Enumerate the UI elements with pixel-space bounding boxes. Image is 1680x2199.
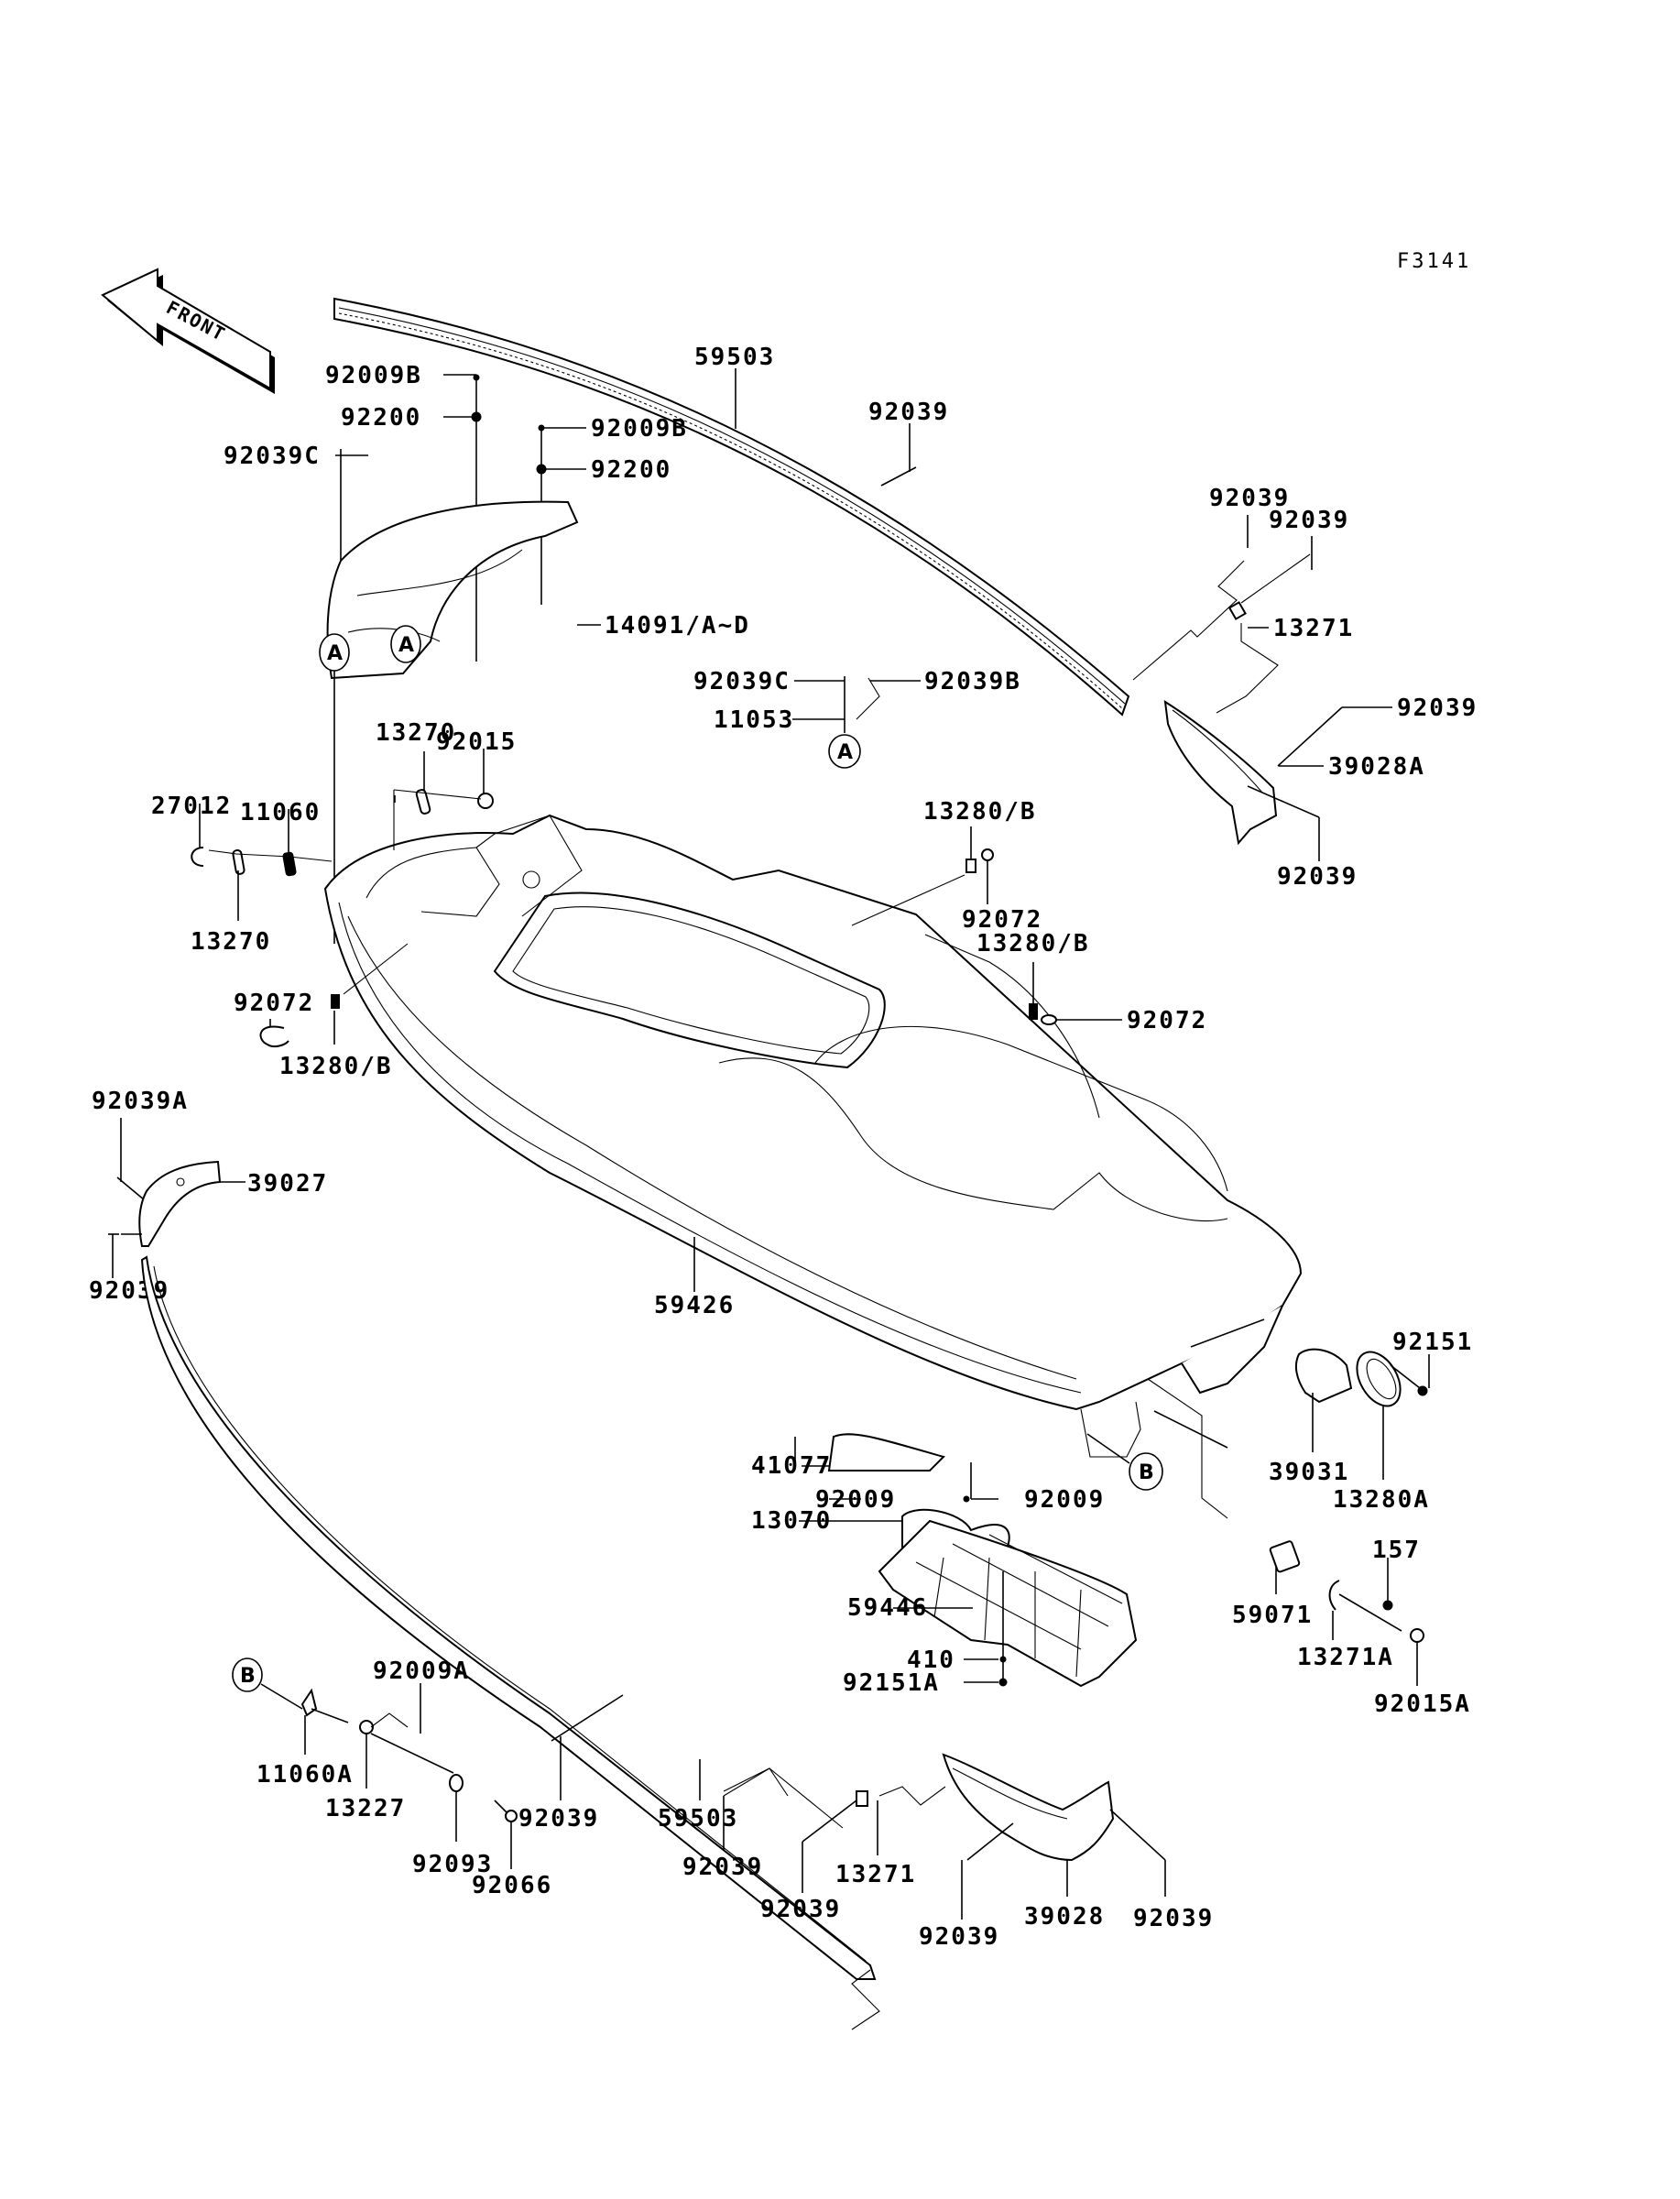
label-92066: 92066 [472,1872,552,1899]
ref-marker-b-2: B [232,1657,263,1692]
label-92072-left: 92072 [234,990,314,1017]
svg-text:A: A [327,642,343,665]
svg-text:B: B [1139,1461,1154,1484]
nut-92015A [1410,1628,1424,1643]
label-92039-rail: 92039 [868,399,949,426]
label-11053: 11053 [714,706,794,734]
label-39028A: 39028A [1328,753,1425,781]
fitting-part-59071 [1269,1540,1301,1573]
label-59071: 59071 [1232,1602,1313,1629]
label-59503-bottom: 59503 [658,1805,738,1832]
ref-marker-a-1: A [319,633,350,672]
label-13271-bottom: 13271 [835,1861,916,1888]
bracket-13271A [1328,1580,1340,1611]
label-14091: 14091/A~D [605,612,750,640]
label-41077: 41077 [751,1452,832,1480]
label-92072-2: 92072 [1127,1007,1207,1034]
label-92039B-mid: 92039B [924,668,1021,695]
label-92039-tr1: 92039 [1209,485,1290,512]
label-92015A: 92015A [1374,1690,1471,1718]
svg-text:A: A [398,634,414,657]
clip-13270 [415,789,431,815]
washer-92093 [449,1774,464,1792]
svg-text:B: B [240,1665,256,1688]
gunwale-rail-top [333,297,1130,717]
label-92039-b3: 92039 [760,1896,841,1923]
diagram-code: F3141 [1397,250,1471,273]
nut-92015 [477,793,494,809]
label-92015: 92015 [436,728,517,756]
label-13280B-1: 13280/B [923,798,1037,826]
label-39027: 39027 [247,1170,328,1198]
label-39031: 39031 [1269,1459,1349,1486]
label-13280B-2: 13280/B [976,930,1090,957]
grate-part-59446 [878,1519,1138,1688]
label-92039-tr3: 92039 [1397,695,1478,722]
bumper-part-39027 [138,1160,222,1247]
label-13070: 13070 [751,1507,832,1535]
label-92009-right: 92009 [1024,1486,1105,1514]
ref-marker-a-3: A [828,734,861,769]
gunwale-rail-bottom [140,1255,877,1980]
label-92151: 92151 [1392,1329,1473,1356]
guard-part-39028A [1163,700,1278,846]
label-13270-left: 13270 [191,928,271,956]
handle-part-14091 [326,500,579,680]
clip-11060A [300,1688,318,1717]
label-92039-tr4: 92039 [1277,863,1358,891]
clip-92072-1 [981,848,994,861]
screw-92066 [505,1810,518,1822]
label-59446: 59446 [847,1594,928,1622]
label-92039-b1: 92039 [518,1805,599,1832]
hull-59426 [323,814,1303,1458]
nut-13280B-2 [1029,1003,1038,1020]
label-92039C-mid: 92039C [693,668,791,695]
nut-13280B-1 [965,859,976,873]
label-59426: 59426 [654,1292,735,1319]
label-92009B-left: 92009B [325,362,422,389]
cover-part-39031 [1294,1348,1353,1404]
label-11060: 11060 [240,799,321,826]
bracket-13271-bottom [856,1790,868,1807]
guard-part-39028 [942,1753,1115,1862]
ref-marker-a-2: A [390,625,421,663]
label-92039-b4: 92039 [919,1923,999,1951]
label-13270-top: 13270 [376,719,456,747]
label-13280A: 13280A [1333,1486,1430,1514]
label-27012: 27012 [151,793,232,820]
clip-92072-2 [1041,1014,1057,1025]
label-13227: 13227 [325,1795,406,1822]
cap-part-41077 [827,1433,945,1471]
label-92039A: 92039A [92,1088,189,1115]
label-92151A: 92151A [843,1669,940,1697]
label-92200-right: 92200 [591,456,671,484]
label-92009B-right: 92009B [591,415,688,443]
label-13271-top: 13271 [1273,615,1354,642]
label-92039-tr2: 92039 [1269,507,1349,534]
spring-11060 [282,851,297,877]
label-92093: 92093 [412,1851,493,1878]
grommet-13227 [359,1720,374,1734]
label-92072-1: 92072 [962,906,1042,934]
label-13271A: 13271A [1297,1644,1394,1671]
label-11060A: 11060A [256,1761,354,1789]
label-92200-left: 92200 [341,404,421,432]
label-92039-b2: 92039 [682,1854,763,1881]
label-92009A: 92009A [373,1657,470,1685]
label-13280B-left: 13280/B [279,1053,393,1080]
label-59503-top: 59503 [694,344,775,371]
label-92009-left: 92009 [815,1486,896,1514]
label-410: 410 [907,1647,955,1674]
label-92039-b5: 92039 [1133,1905,1214,1932]
nut-13280B-left [331,994,340,1009]
front-arrow-icon: FRONT [101,268,275,394]
label-39028: 39028 [1024,1903,1105,1931]
label-92039C-left: 92039C [224,443,321,470]
svg-text:A: A [837,741,853,764]
clip-92072-left [259,1025,289,1048]
clip-27012 [191,847,204,867]
label-157: 157 [1372,1537,1421,1564]
ring-part-13280A [1356,1351,1402,1407]
ref-marker-b-1: B [1129,1452,1163,1491]
